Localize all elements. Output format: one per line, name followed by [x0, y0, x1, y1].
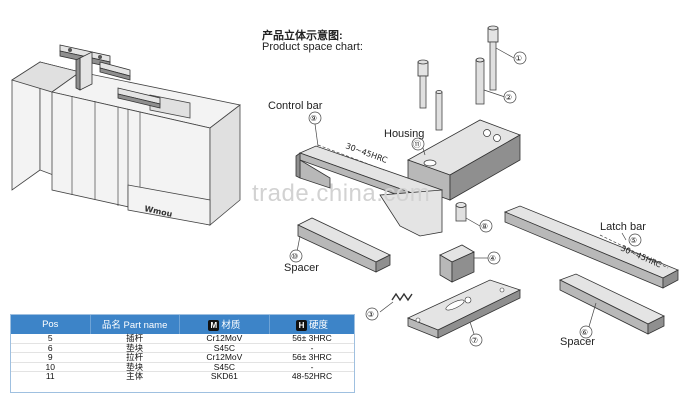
cell-pos: 6 — [10, 343, 90, 354]
cell-material: SKD61 — [210, 371, 238, 382]
header-pos: Pos — [10, 314, 91, 334]
cell-pos: 11 — [45, 371, 55, 382]
cell-hardness: 48-52HRC — [291, 371, 333, 382]
cell-pos: 9 — [10, 352, 90, 363]
callout-5: ⑤ — [630, 236, 637, 245]
callouts: ① ② ③ ④ ⑤ ⑥ ⑦ ⑧ ⑨ ⑩ ⑪ — [289, 51, 642, 347]
spring-part — [379, 292, 413, 313]
label-control-bar: Control bar — [268, 100, 323, 112]
chart-title-en: Product space chart: — [262, 41, 363, 53]
callout-2: ② — [505, 93, 512, 102]
watermark: trade.china.com — [252, 180, 431, 207]
screw-2 — [475, 57, 506, 105]
callout-1: ① — [515, 54, 522, 63]
label-spacer-right: Spacer — [560, 336, 595, 348]
cell-pos: 5 — [10, 334, 90, 344]
cell-part: 垫块 — [90, 362, 180, 373]
screw-1 — [487, 25, 515, 91]
mold-assembly: Wmou — [11, 44, 241, 226]
callout-8: ⑧ — [481, 222, 488, 231]
cell-part: 主体 — [126, 371, 144, 382]
plate-part — [406, 279, 522, 339]
table-row: 11 主体 SKD61 48-52HRC — [11, 372, 355, 381]
latch-bar-part: 30~45HRC — [503, 205, 679, 289]
material-badge-icon: M — [208, 319, 220, 331]
chart-title-cn: 产品立体示意图: — [262, 30, 343, 42]
screw-left — [417, 59, 443, 131]
spacer-right-part — [559, 273, 665, 335]
callout-6: ⑥ — [581, 328, 588, 337]
cell-pos: 10 — [10, 362, 90, 373]
cell-hardness: 56± 3HRC — [269, 352, 355, 363]
callout-7: ⑦ — [471, 336, 478, 345]
hardness-badge-icon: H — [295, 319, 307, 331]
callout-11: ⑪ — [413, 140, 421, 149]
callout-4: ④ — [489, 254, 496, 263]
lock-vertical-block — [79, 51, 93, 91]
cell-part: 拉杆 — [90, 352, 180, 363]
cell-material: S45C — [179, 362, 270, 373]
cell-hardness: 56± 3HRC — [269, 334, 355, 344]
header-hardness-text: 硬度 — [308, 320, 328, 331]
header-material-text: 材质 — [221, 320, 241, 331]
pin-part — [455, 202, 481, 227]
label-spacer-left: Spacer — [284, 262, 319, 274]
cell-hardness: - — [269, 343, 355, 354]
control-bar-part: 30~45HRC — [295, 123, 444, 237]
cell-part: 垫块 — [90, 343, 180, 354]
cell-hardness: - — [269, 362, 355, 373]
callout-9: ⑨ — [310, 114, 317, 123]
cell-material: Cr12MoV — [179, 334, 270, 344]
spacer-left-part — [295, 217, 391, 273]
label-housing: Housing — [384, 128, 425, 140]
block-part — [439, 244, 488, 283]
callout-10: ⑩ — [291, 252, 298, 261]
callout-3: ③ — [367, 310, 374, 319]
label-latch-bar: Latch bar — [600, 221, 646, 233]
mold-side-main — [209, 104, 241, 226]
header-part-name: 品名 Part name — [89, 314, 180, 334]
mold-front-block — [127, 184, 211, 226]
cell-part: 插杆 — [90, 334, 180, 344]
cell-material: S45C — [179, 343, 270, 354]
cell-material: Cr12MoV — [179, 352, 270, 363]
